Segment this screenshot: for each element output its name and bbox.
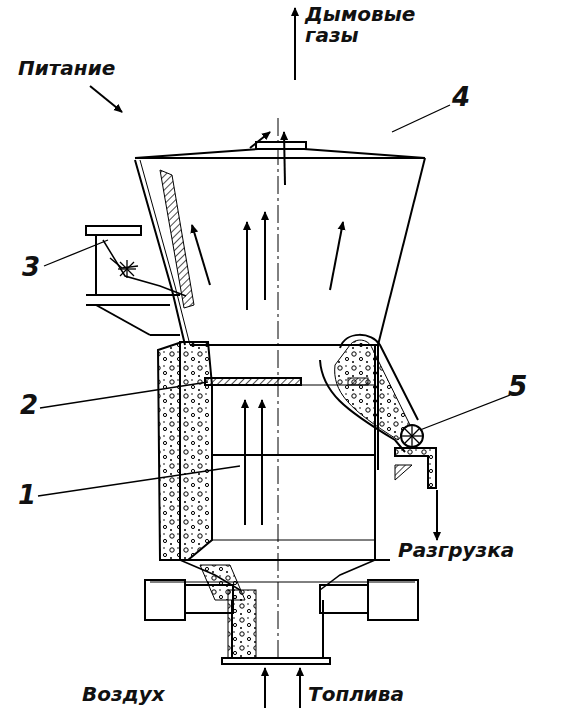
flow-label: Топлива (308, 684, 404, 705)
flow-label: Воздух (82, 684, 165, 705)
flow-label: Разгрузка (398, 540, 514, 561)
flow-label: Дымовые газы (305, 4, 425, 46)
callout-number: 2 (20, 392, 38, 419)
callout-number: 4 (452, 84, 470, 111)
callout-number: 1 (18, 482, 36, 509)
callout-number: 3 (22, 254, 40, 281)
callout-number: 5 (508, 372, 527, 401)
flow-label: Питание (18, 58, 115, 79)
